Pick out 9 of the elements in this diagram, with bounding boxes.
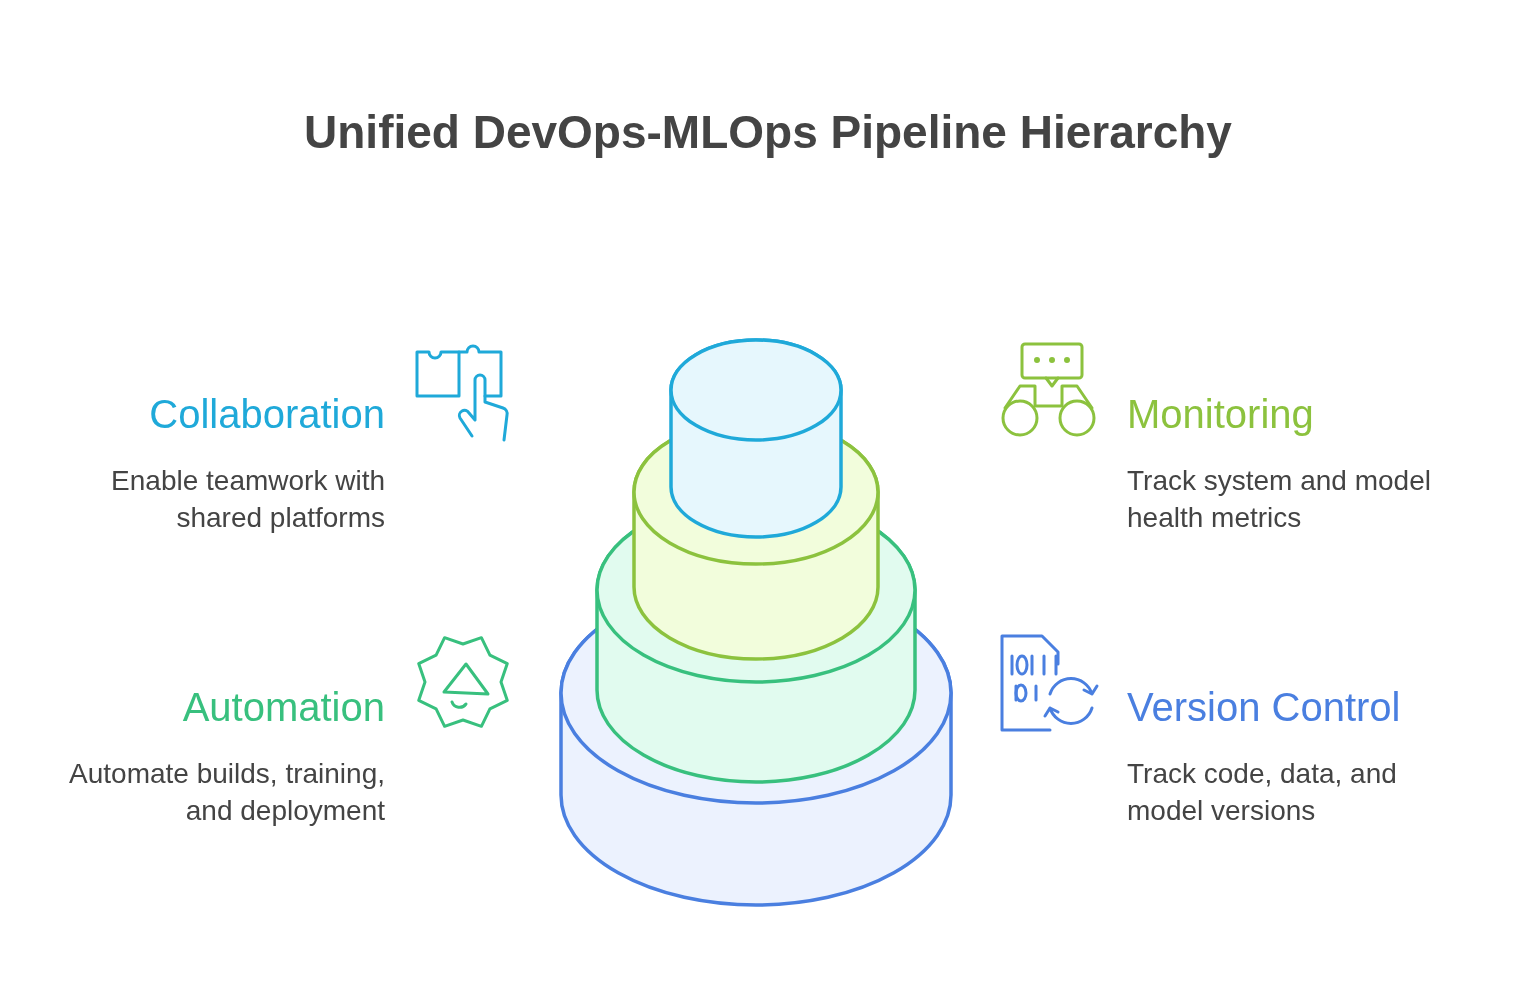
category-heading: Version Control: [1127, 685, 1401, 730]
category-description: Track system and model health metrics: [1127, 464, 1432, 535]
diagram-title: Unified DevOps-MLOps Pipeline Hierarchy: [303, 105, 1233, 159]
category-description: Enable teamwork with shared platforms: [110, 464, 385, 535]
category-description: Automate builds, training, and deployment: [68, 757, 385, 828]
category-heading: Collaboration: [149, 392, 385, 437]
category-description: Track code, data, and model versions: [1127, 757, 1398, 828]
category-heading: Automation: [182, 685, 385, 730]
category-heading: Monitoring: [1127, 392, 1314, 437]
